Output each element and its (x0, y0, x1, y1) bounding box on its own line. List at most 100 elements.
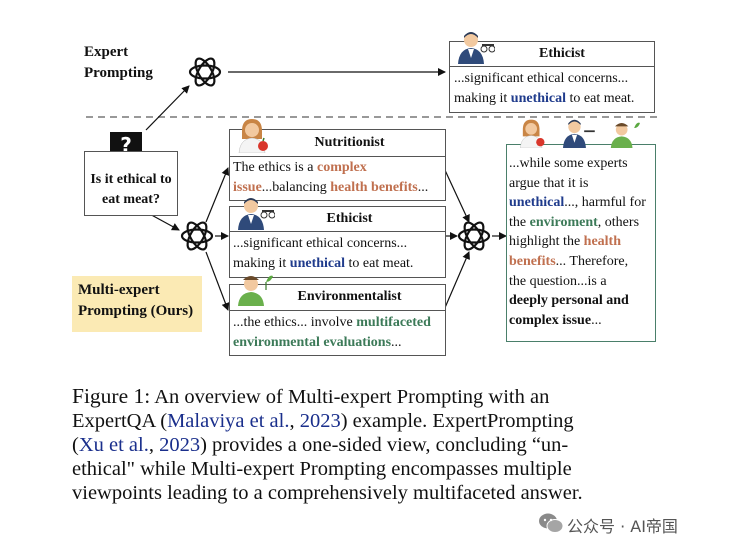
arrow-question-to-expert-logo (145, 85, 190, 131)
expert-prompting-label-line1: Expert (84, 44, 129, 60)
final-line5: highlight the health (509, 232, 653, 252)
citation-link[interactable]: Malaviya et al. (167, 410, 290, 432)
final-line7: the question...is a (509, 273, 607, 289)
expert-prompting-label: Expert Prompting (84, 42, 153, 84)
ethicist-avatar-icon (238, 198, 275, 230)
ethicist-avatar-icon (458, 32, 495, 64)
keyword-environmental-evaluations: environmental evaluations (233, 335, 392, 350)
question-line1: Is it ethical to (90, 172, 172, 187)
text-fragment: ) provides a one-sided view, concluding … (200, 434, 569, 456)
environmentalist-header: Environmentalist (230, 285, 445, 311)
nutritionist-line1: The ethics is a complex (233, 158, 442, 178)
citation-year-link[interactable]: 2023 (299, 410, 341, 432)
final-line6: benefits... Therefore, (509, 252, 653, 272)
expert-ethicist-header: Ethicist (450, 42, 654, 67)
multi-expert-label-line1: Multi-expert (78, 282, 160, 298)
final-answer-box: ...while some experts argue that it is u… (506, 144, 656, 342)
text-fragment: An overview of Multi-expert Prompting wi… (150, 386, 550, 408)
text-fragment: making it (454, 91, 511, 106)
text-fragment: to eat meat. (345, 256, 414, 271)
nutritionist-avatar-icon (520, 119, 545, 148)
watermark-text: 公众号 · AI帝国 (567, 517, 678, 536)
keyword-enviroment: enviroment (529, 214, 598, 230)
expert-ethicist-title: Ethicist (539, 46, 585, 61)
nutritionist-body: The ethics is a complex issue...balancin… (230, 157, 445, 199)
keyword-multifaceted: multifaceted (356, 315, 431, 330)
svg-text:?: ? (120, 133, 132, 157)
openai-logo-icon (457, 221, 491, 251)
text-fragment: highlight the (509, 234, 584, 250)
keyword-health-benefits: health benefits (330, 180, 418, 195)
keyword-issue: issue (233, 180, 262, 195)
text-fragment: ) example. ExpertPrompting (340, 410, 574, 432)
text-fragment: ...balancing (261, 180, 331, 195)
text-fragment: ...the ethics... involve (233, 315, 357, 330)
question-box: Is it ethical to eat meat? (84, 151, 178, 216)
figure-caption: Figure 1: An overview of Multi-expert Pr… (72, 384, 672, 505)
nutritionist-header: Nutritionist (230, 130, 445, 157)
final-line8: deeply personal and (509, 293, 629, 309)
final-line9: complex issue... (509, 311, 653, 331)
expert-ethicist-body: ...significant ethical concerns... makin… (450, 67, 654, 111)
multi-ethicist-line2: making it unethical to eat meat. (233, 254, 442, 274)
text-fragment: , (289, 410, 300, 432)
multi-ethicist-line1: ...significant ethical concerns... (233, 236, 408, 251)
environmentalist-line1: ...the ethics... involve multifaceted (233, 313, 442, 333)
text-fragment: ... Therefore, (555, 253, 629, 269)
final-line4: the enviroment, others (509, 213, 653, 233)
final-line3: unethical..., harmful for (509, 193, 653, 213)
multi-expert-label-line2: Prompting (Ours) (78, 303, 194, 319)
arrow-nutritionist-to-logo (443, 167, 470, 223)
environmentalist-body: ...the ethics... involve multifaceted en… (230, 311, 445, 355)
keyword-unethical: unethical (509, 195, 565, 211)
caption-line2: ExpertQA (Malaviya et al., 2023) example… (72, 409, 672, 433)
environmentalist-title: Environmentalist (297, 289, 402, 304)
keyword-complex: complex (316, 160, 367, 175)
environmentalist-avatar-icon (610, 122, 640, 148)
multi-ethicist-body: ...significant ethical concerns... makin… (230, 232, 445, 276)
openai-logo-icon (188, 57, 222, 87)
multi-ethicist-title: Ethicist (326, 211, 373, 226)
text-fragment: , (148, 434, 160, 456)
caption-line3: (Xu et al., 2023) provides a one-sided v… (72, 433, 672, 457)
caption-line5: viewpoints leading to a comprehensively … (72, 482, 583, 504)
wechat-icon (539, 513, 564, 533)
arrow-logo-to-environmentalist (205, 251, 230, 311)
expert-ethicist-line2: making it unethical to eat meat. (454, 89, 650, 109)
nutritionist-box: Nutritionist The ethics is a complex iss… (229, 129, 446, 201)
citation-link[interactable]: Xu et al. (78, 434, 149, 456)
nutritionist-title: Nutritionist (314, 135, 385, 150)
question-line2: eat meat? (102, 192, 160, 207)
caption-line1: Figure 1: An overview of Multi-expert Pr… (72, 384, 672, 409)
nutritionist-line2: issue...balancing health benefits... (233, 178, 442, 198)
keyword-complex-issue: complex issue (509, 312, 592, 328)
text-fragment: The ethics is a (233, 160, 317, 175)
figure-number: Figure 1: (72, 384, 151, 408)
text-fragment: , others (597, 214, 640, 230)
keyword-unethical: unethical (289, 256, 346, 271)
expert-ethicist-line1: ...significant ethical concerns... (454, 71, 629, 86)
multi-expert-label: Multi-expert Prompting (Ours) (72, 276, 202, 332)
final-line2: argue that it is (509, 175, 589, 191)
environmentalist-avatar-icon (238, 275, 273, 306)
text-fragment: making it (233, 256, 290, 271)
environmentalist-line2: environmental evaluations... (233, 333, 442, 353)
keyword-unethical: unethical (510, 91, 567, 106)
text-fragment: ... (417, 180, 429, 195)
environmentalist-box: Environmentalist ...the ethics... involv… (229, 284, 446, 356)
nutritionist-avatar-icon (238, 119, 268, 153)
arrow-logo-to-nutritionist (205, 167, 230, 223)
text-fragment: ... (391, 335, 402, 350)
expert-ethicist-box: Ethicist ...significant ethical concerns… (449, 41, 655, 113)
text-fragment: ExpertQA ( (72, 410, 168, 432)
citation-year-link[interactable]: 2023 (159, 434, 201, 456)
caption-line4: ethical" while Multi-expert Prompting en… (72, 458, 572, 480)
text-fragment: to eat meat. (566, 91, 635, 106)
keyword-benefits: benefits (509, 253, 556, 269)
multi-ethicist-header: Ethicist (230, 207, 445, 232)
keyword-health: health (583, 234, 622, 250)
ethicist-avatar-icon (563, 119, 595, 148)
text-fragment: ..., harmful for (564, 195, 646, 211)
text-fragment: the (509, 214, 530, 230)
